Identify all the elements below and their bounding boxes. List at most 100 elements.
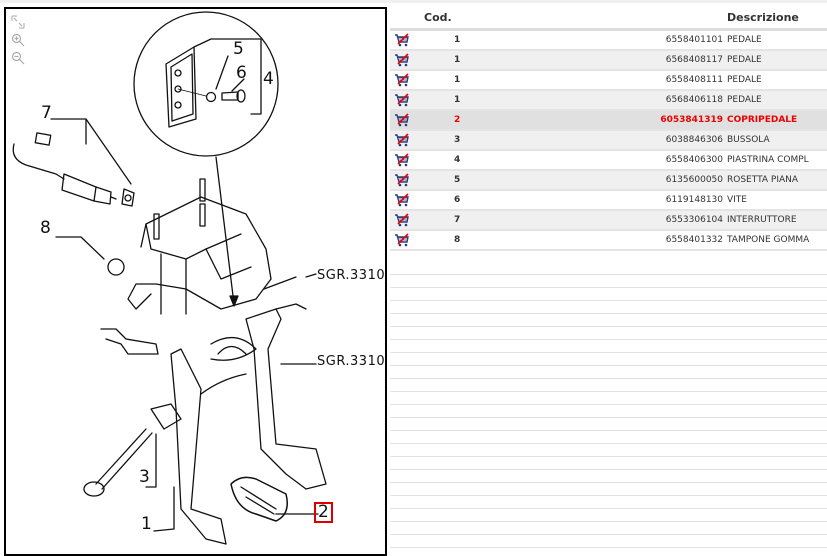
description-cell: COPRIPEDALE — [727, 110, 827, 131]
pivot-pin-head — [83, 481, 105, 497]
callout-5[interactable]: 5 — [233, 39, 244, 59]
add-to-cart-button[interactable] — [390, 130, 424, 151]
position-cell: 1 — [424, 90, 534, 111]
add-to-cart-button[interactable] — [390, 90, 424, 111]
column-header-code[interactable]: Cod. — [424, 7, 534, 31]
description-cell: PEDALE — [727, 29, 827, 51]
cart-unavailable-icon — [395, 53, 409, 67]
description-cell: BUSSOLA — [727, 130, 827, 151]
callout-1[interactable]: 1 — [141, 514, 152, 534]
description-cell: PEDALE — [727, 50, 827, 71]
empty-row-divider — [390, 469, 827, 470]
part-code-cell: 6038846306 — [534, 130, 727, 151]
brake-pedal — [245, 308, 327, 490]
position-cell: 1 — [424, 50, 534, 71]
empty-row-divider — [390, 417, 827, 418]
empty-row-divider — [390, 404, 827, 405]
pushrod — [100, 328, 159, 355]
cart-unavailable-icon — [395, 233, 409, 247]
rubber-bumper — [107, 258, 125, 276]
empty-row-divider — [390, 495, 827, 496]
add-to-cart-button[interactable] — [390, 190, 424, 211]
top-border — [0, 0, 827, 3]
zoom-out-icon[interactable] — [11, 51, 25, 65]
fit-icon[interactable] — [11, 15, 25, 29]
callout-4[interactable]: 4 — [263, 69, 274, 89]
empty-row-divider — [390, 534, 827, 535]
switch-body — [61, 173, 97, 202]
add-to-cart-button[interactable] — [390, 170, 424, 191]
position-cell: 5 — [424, 170, 534, 191]
empty-row-divider — [390, 391, 827, 392]
add-to-cart-button[interactable] — [390, 210, 424, 231]
zoom-toolbar — [11, 15, 27, 69]
cart-unavailable-icon — [395, 193, 409, 207]
callout-2-highlighted[interactable]: 2 — [314, 502, 333, 523]
part-code-cell: 6558406300 — [534, 150, 727, 171]
description-cell: VITE — [727, 190, 827, 211]
cart-unavailable-icon — [395, 113, 409, 127]
part-code-cell: 6558401101 — [534, 29, 727, 51]
position-cell: 8 — [424, 230, 534, 251]
description-cell: TAMPONE GOMMA — [727, 230, 827, 251]
position-cell: 4 — [424, 150, 534, 171]
empty-row-divider — [390, 378, 827, 379]
empty-row-divider — [390, 508, 827, 509]
exploded-diagram[interactable]: 5 6 4 7 8 3 1 2 SGR.33101 SGR.33101 — [4, 7, 387, 556]
part-code-cell: 6053841319 — [534, 110, 727, 131]
cart-unavailable-icon — [395, 133, 409, 147]
add-to-cart-button[interactable] — [390, 50, 424, 71]
column-header-description[interactable]: Descrizione — [727, 7, 827, 31]
plate — [165, 46, 197, 128]
table-header: Cod. Descrizione — [390, 7, 827, 31]
part-code-cell: 6568406118 — [534, 90, 727, 111]
add-to-cart-button[interactable] — [390, 70, 424, 91]
washer — [205, 91, 217, 103]
part-code-cell: 6558408111 — [534, 70, 727, 91]
add-to-cart-button[interactable] — [390, 29, 424, 51]
cart-unavailable-icon — [395, 93, 409, 107]
part-code-cell: 6553306104 — [534, 210, 727, 231]
description-cell: INTERRUTTORE — [727, 210, 827, 231]
position-cell: 1 — [424, 70, 534, 91]
callout-3[interactable]: 3 — [139, 467, 150, 487]
empty-row-divider — [390, 456, 827, 457]
position-cell: 6 — [424, 190, 534, 211]
empty-row-divider — [390, 482, 827, 483]
add-to-cart-button[interactable] — [390, 110, 424, 131]
position-cell: 7 — [424, 210, 534, 231]
nut — [121, 188, 135, 207]
empty-row-divider — [390, 352, 827, 353]
callout-8[interactable]: 8 — [40, 218, 51, 238]
position-cell: 2 — [424, 110, 534, 131]
part-code-cell: 6119148130 — [534, 190, 727, 211]
empty-row-divider — [390, 521, 827, 522]
bracket — [127, 196, 272, 310]
empty-row-divider — [390, 287, 827, 288]
cart-unavailable-icon — [395, 153, 409, 167]
description-cell: ROSETTA PIANA — [727, 170, 827, 191]
empty-row-divider — [390, 300, 827, 301]
empty-row-divider — [390, 430, 827, 431]
callout-7[interactable]: 7 — [41, 103, 52, 123]
add-to-cart-button[interactable] — [390, 150, 424, 171]
position-cell: 1 — [424, 29, 534, 51]
zoom-in-icon[interactable] — [11, 33, 25, 47]
cart-unavailable-icon — [395, 213, 409, 227]
add-to-cart-button[interactable] — [390, 230, 424, 251]
callout-6[interactable]: 6 — [236, 63, 247, 83]
position-cell: 3 — [424, 130, 534, 151]
